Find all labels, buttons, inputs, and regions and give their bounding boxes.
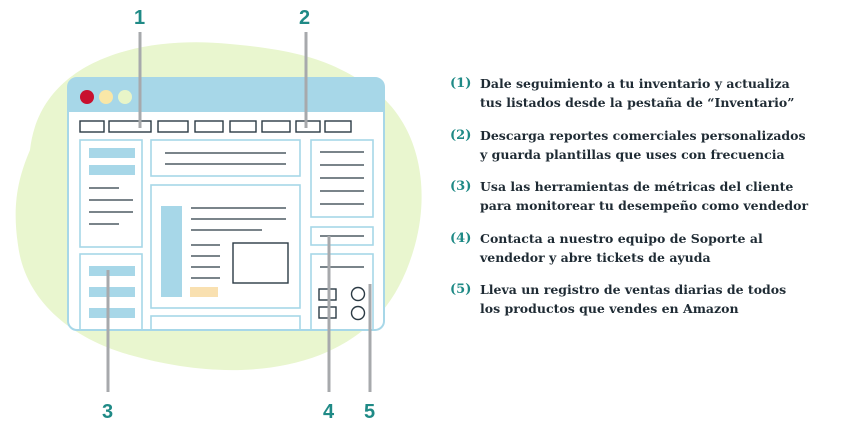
left-panel-top xyxy=(79,139,143,248)
browser-window xyxy=(67,77,385,331)
legend-number: (1) xyxy=(450,76,472,91)
accent-bar xyxy=(89,266,135,276)
tab xyxy=(194,120,224,133)
right-panel-lines xyxy=(320,151,364,268)
tab xyxy=(295,120,321,133)
legend-item-2: (2) Descarga reportes comerciales person… xyxy=(450,126,810,164)
legend-number: (3) xyxy=(450,179,472,194)
legend-item-4: (4) Contacta a nuestro equipo de Soporte… xyxy=(450,229,810,267)
left-panel-bottom xyxy=(79,253,143,331)
accent-bar xyxy=(89,165,135,175)
center-panel-content xyxy=(161,206,289,297)
tab xyxy=(324,120,352,133)
legend-text: Descarga reportes comerciales personaliz… xyxy=(480,127,806,162)
tab-bar xyxy=(79,120,352,133)
legend-number: (2) xyxy=(450,127,472,143)
accent-bar xyxy=(89,148,135,158)
minimize-dot xyxy=(99,90,113,104)
accent-bar xyxy=(89,308,135,318)
left-panel-content xyxy=(89,148,135,318)
legend-item-5: (5) Lleva un registro de ventas diarias … xyxy=(450,280,810,318)
right-panel-top xyxy=(310,139,374,218)
tab xyxy=(157,120,189,133)
legend-number: (4) xyxy=(450,230,472,246)
legend: (1) Dale seguimiento a tu inventario y a… xyxy=(450,74,810,332)
center-panel xyxy=(150,184,301,309)
window-titlebar xyxy=(68,78,384,112)
callout-3: 3 xyxy=(102,401,114,423)
tab xyxy=(108,120,152,133)
legend-text: Usa las herramientas de métricas del cli… xyxy=(480,179,809,213)
legend-text: Dale seguimiento a tu inventario y actua… xyxy=(480,76,795,110)
legend-item-1: (1) Dale seguimiento a tu inventario y a… xyxy=(450,74,810,112)
highlight-bar xyxy=(190,287,218,297)
center-bottom-panel xyxy=(150,315,301,331)
callout-4: 4 xyxy=(323,401,335,423)
tab xyxy=(79,120,105,133)
round-button xyxy=(350,305,366,321)
close-dot xyxy=(80,90,94,104)
accent-bar xyxy=(161,206,182,297)
legend-number: (5) xyxy=(450,282,472,297)
maximize-dot xyxy=(118,90,132,104)
accent-bar xyxy=(89,287,135,297)
legend-item-3: (3) Usa las herramientas de métricas del… xyxy=(450,177,810,215)
legend-text: Lleva un registro de ventas diarias de t… xyxy=(480,282,787,316)
top-center-lines xyxy=(165,152,286,165)
callout-1: 1 xyxy=(134,7,146,29)
top-center-panel xyxy=(150,139,301,177)
pointer-lines xyxy=(106,32,372,392)
round-button xyxy=(350,286,366,302)
tab xyxy=(229,120,257,133)
tab xyxy=(261,120,291,133)
legend-text: Contacta a nuestro equipo de Soporte al … xyxy=(480,230,763,265)
callout-2: 2 xyxy=(299,7,311,29)
image-placeholder xyxy=(232,242,289,284)
callout-5: 5 xyxy=(364,401,376,423)
right-small-panel xyxy=(310,226,374,246)
right-panel-bottom xyxy=(310,253,374,331)
panels xyxy=(79,139,374,331)
